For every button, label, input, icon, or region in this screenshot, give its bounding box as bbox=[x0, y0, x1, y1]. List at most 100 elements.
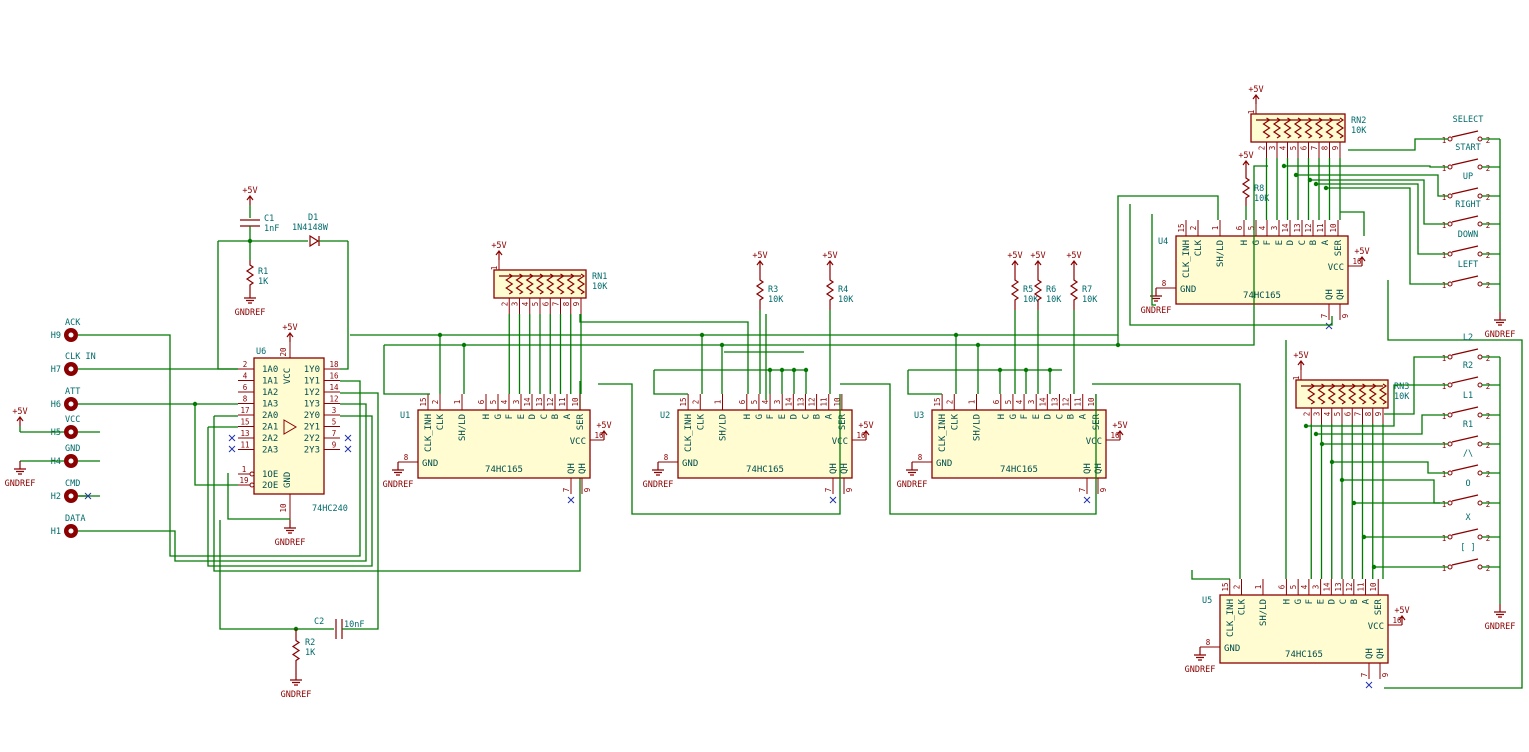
pin-name: CLK_INH bbox=[1226, 599, 1236, 637]
pin-number: 6 bbox=[1300, 145, 1309, 150]
pin-name: VCC bbox=[1086, 437, 1102, 447]
pin-name: CLK bbox=[1237, 598, 1247, 615]
pin-number: 1 bbox=[1442, 251, 1447, 260]
wire bbox=[579, 314, 749, 394]
pin-number: 15 bbox=[240, 418, 249, 427]
ground-symbol: GNDREF bbox=[1485, 312, 1515, 340]
switch-label: L1 bbox=[1463, 391, 1473, 401]
pin-number: 2 bbox=[500, 302, 509, 307]
pin-name: D bbox=[1327, 599, 1337, 604]
pin-name: B bbox=[813, 414, 823, 419]
component-value: 10K bbox=[768, 295, 784, 305]
power-symbol-5v: +5V bbox=[858, 421, 874, 440]
pin-number: 15 bbox=[419, 397, 428, 406]
pin-number: 9 bbox=[845, 488, 854, 493]
top-switch-wiring bbox=[1281, 138, 1448, 285]
pin-name: F bbox=[505, 414, 515, 419]
switch-label: O bbox=[1465, 479, 1470, 489]
pin-name: G bbox=[755, 414, 765, 419]
pin-number: 4 bbox=[1279, 145, 1288, 150]
wire bbox=[383, 345, 430, 395]
component-value: 10K bbox=[838, 295, 854, 305]
power-label: +5V bbox=[1248, 85, 1263, 95]
pin-number: 1 bbox=[1442, 534, 1447, 543]
pin-name: C bbox=[540, 414, 550, 419]
pin-number: 10 bbox=[279, 503, 288, 513]
pin-name: QH bbox=[829, 463, 839, 474]
pin-name: D bbox=[1286, 240, 1296, 245]
wire bbox=[1451, 245, 1479, 253]
junction-dot bbox=[1319, 441, 1325, 447]
no-connect-mark bbox=[567, 496, 575, 504]
power-label: +5V bbox=[1394, 606, 1409, 616]
pin-number: 13 bbox=[1050, 397, 1059, 406]
component-ref: R1 bbox=[258, 267, 268, 277]
switch-label: R1 bbox=[1463, 420, 1473, 430]
bus-wiring bbox=[350, 165, 1523, 689]
component-value: 1K bbox=[305, 648, 316, 658]
pin-name: GND bbox=[1224, 644, 1240, 654]
connector-hole bbox=[68, 401, 74, 407]
pin-number: 2 bbox=[1486, 251, 1491, 260]
junction-dot bbox=[1323, 185, 1329, 191]
pin-number: 12 bbox=[808, 397, 817, 406]
pin-number: 5 bbox=[1289, 585, 1298, 590]
pin-number: 15 bbox=[1221, 582, 1230, 591]
ic-u5: U574HC165CLK_INH15CLK2SH/LD1H6G5F4E3D14C… bbox=[1185, 579, 1410, 689]
pin-number: 12 bbox=[1062, 397, 1071, 406]
ground-symbol: GNDREF bbox=[281, 672, 311, 700]
pin-number: 13 bbox=[240, 429, 249, 438]
wire bbox=[1310, 179, 1448, 225]
connector-ref: H1 bbox=[51, 527, 61, 537]
pin-name: E bbox=[1275, 240, 1285, 245]
pin-number: 9 bbox=[1331, 146, 1340, 151]
component-ref: R3 bbox=[768, 285, 778, 295]
pin-name: C bbox=[1298, 240, 1308, 245]
pin-number: 7 bbox=[332, 429, 337, 438]
wire bbox=[1451, 275, 1479, 283]
ground-label: GNDREF bbox=[5, 479, 36, 489]
pin-number: 6 bbox=[1343, 411, 1352, 416]
component-value: 10K bbox=[1046, 295, 1062, 305]
pin-name: VCC bbox=[1368, 622, 1384, 632]
rn-resistor bbox=[1335, 117, 1345, 139]
power-label: +5V bbox=[12, 407, 27, 417]
connector-label: VCC bbox=[65, 415, 80, 425]
pin-name: 1OE bbox=[262, 470, 278, 480]
wire bbox=[1284, 165, 1448, 168]
wire bbox=[219, 520, 334, 630]
pin-number: 8 bbox=[1364, 411, 1373, 416]
pin-number: 2 bbox=[1486, 221, 1491, 230]
pin-name: A bbox=[1321, 239, 1331, 245]
connector-hole bbox=[68, 528, 74, 534]
pin-name: SER bbox=[838, 413, 848, 430]
pin-number: 11 bbox=[1316, 223, 1325, 232]
connector-hole bbox=[68, 458, 74, 464]
ic-part: 74HC165 bbox=[746, 465, 784, 475]
connector-ref: H2 bbox=[51, 492, 61, 502]
connector-hole bbox=[68, 493, 74, 499]
connector-hole bbox=[68, 366, 74, 372]
wire bbox=[1151, 214, 1156, 306]
no-connect-mark bbox=[228, 434, 236, 442]
pin-number: 11 bbox=[558, 397, 567, 406]
connector-ref: H7 bbox=[51, 365, 61, 375]
pin-number: 3 bbox=[1268, 146, 1277, 151]
ic-part: 74HC165 bbox=[1285, 650, 1323, 660]
junction-dot bbox=[1339, 477, 1345, 483]
connector-label: DATA bbox=[65, 514, 85, 524]
switch-label: /\ bbox=[1463, 449, 1473, 459]
ground-label: GNDREF bbox=[1185, 665, 1216, 675]
power-label: +5V bbox=[1354, 247, 1369, 257]
pin-number: 1 bbox=[1442, 412, 1447, 421]
pin-name: QH bbox=[1083, 463, 1093, 474]
pin-number: 9 bbox=[1341, 314, 1350, 319]
pin-name: B bbox=[1309, 240, 1319, 245]
power-symbol-5v: +5V bbox=[1293, 351, 1309, 370]
wire bbox=[340, 241, 349, 370]
pin-number: 2 bbox=[431, 400, 440, 405]
